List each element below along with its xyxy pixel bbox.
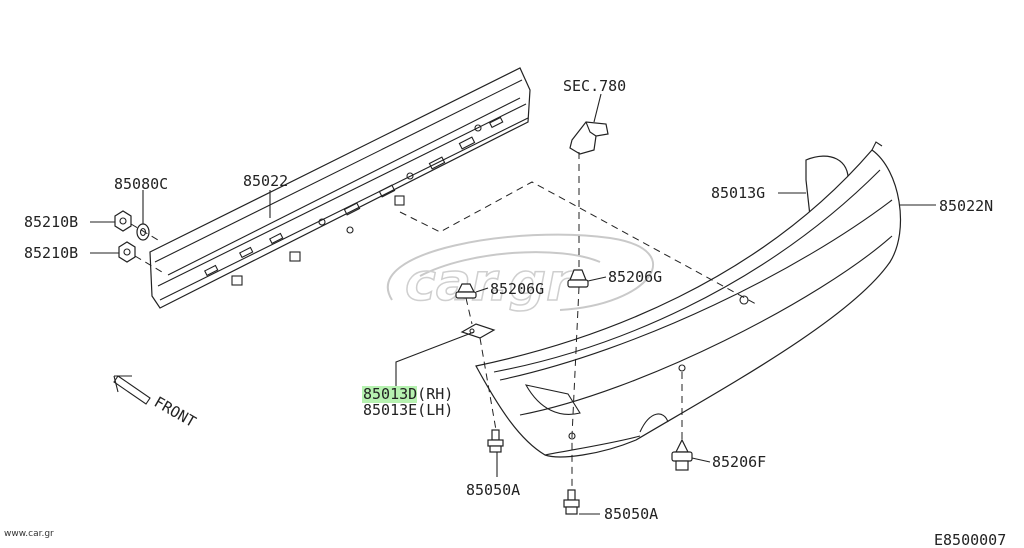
clip-85206G-right xyxy=(567,269,589,288)
label-85022: 85022 xyxy=(243,172,288,190)
diagram-code: E8500007 xyxy=(934,531,1006,548)
bolt-85050A-bottom xyxy=(563,489,580,515)
car-gr-watermark-logo: car.gr xyxy=(387,233,655,314)
label-85050A-bottom: 85050A xyxy=(604,505,658,523)
label-85022N: 85022N xyxy=(939,197,993,215)
label-85080C: 85080C xyxy=(114,175,168,193)
label-85050A-left: 85050A xyxy=(466,481,520,499)
front-arrow-icon xyxy=(113,375,151,405)
label-85013-number: 85013 xyxy=(363,385,408,403)
nut-top xyxy=(114,210,132,232)
label-85013G: 85013G xyxy=(711,184,765,202)
label-85206F: 85206F xyxy=(712,453,766,471)
bracket-sec780 xyxy=(569,121,609,155)
label-85210B-top: 85210B xyxy=(24,213,78,231)
part-highlight xyxy=(362,386,417,403)
label-85013E: 85013E(LH) xyxy=(363,401,453,419)
watermark-text: car.gr xyxy=(405,253,575,313)
label-85210B-bottom: 85210B xyxy=(24,244,78,262)
bolt-85050A-left xyxy=(487,429,504,453)
label-sec780: SEC.780 xyxy=(563,77,626,95)
label-front: FRONT xyxy=(151,393,199,431)
washer-top xyxy=(136,223,150,241)
bracket-85013 xyxy=(460,323,496,339)
label-85013-highlight: 85013D(RH) xyxy=(363,385,453,403)
clip-85206F xyxy=(671,438,693,471)
nut-bottom xyxy=(118,241,136,263)
site-watermark: www.car.gr xyxy=(4,529,54,539)
label-85013D-suffix: D(RH) xyxy=(408,385,453,403)
clip-85206G-left xyxy=(455,283,477,299)
label-85206G-right: 85206G xyxy=(608,268,662,286)
label-85206G-left: 85206G xyxy=(490,280,544,298)
reinforcement-beam xyxy=(149,67,531,309)
bumper-fascia xyxy=(475,141,902,458)
